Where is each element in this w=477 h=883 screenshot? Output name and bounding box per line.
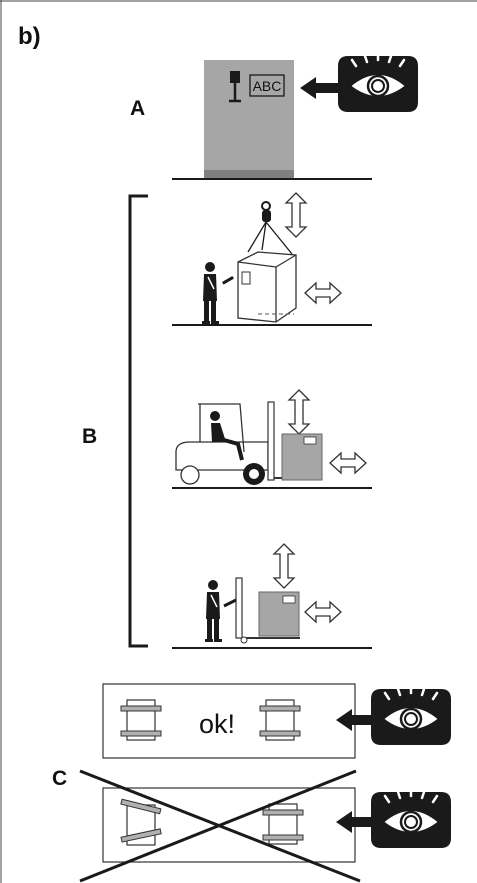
person-icon [205,580,222,642]
crane-hook-icon [248,202,292,254]
bracket [130,196,148,646]
section-a-label: A [130,97,145,120]
package-base [204,170,294,179]
forklift-scene [172,390,372,488]
eye-icon [371,790,451,848]
forklift-load [282,434,322,480]
double-arrow-icon [330,453,366,473]
section-c: ok! C [52,684,451,881]
incorrect-strapping-panel [103,788,355,862]
section-a: A ABC [130,54,418,179]
section-b-label: B [82,425,97,448]
crane-scene [172,193,372,325]
section-b: B [82,193,372,648]
pallet-jack-load [259,592,299,636]
section-c-label: C [52,767,67,790]
ok-text: ok! [199,709,235,739]
eye-icon [371,687,451,745]
package-marking: ABC [253,78,282,94]
arrow-left-icon [300,77,344,99]
forklift-icon [176,402,282,485]
double-arrow-icon [289,390,309,434]
double-arrow-icon [274,544,294,588]
suspended-load [238,252,296,322]
package-box [204,60,294,173]
double-arrow-icon [305,283,341,303]
double-arrow-icon [286,193,306,237]
eye-icon [338,54,418,112]
panel-label: b) [18,23,41,50]
pallet-jack-scene [172,544,372,648]
person-icon [202,262,219,324]
double-arrow-icon [305,602,341,622]
clipboard [222,276,234,285]
